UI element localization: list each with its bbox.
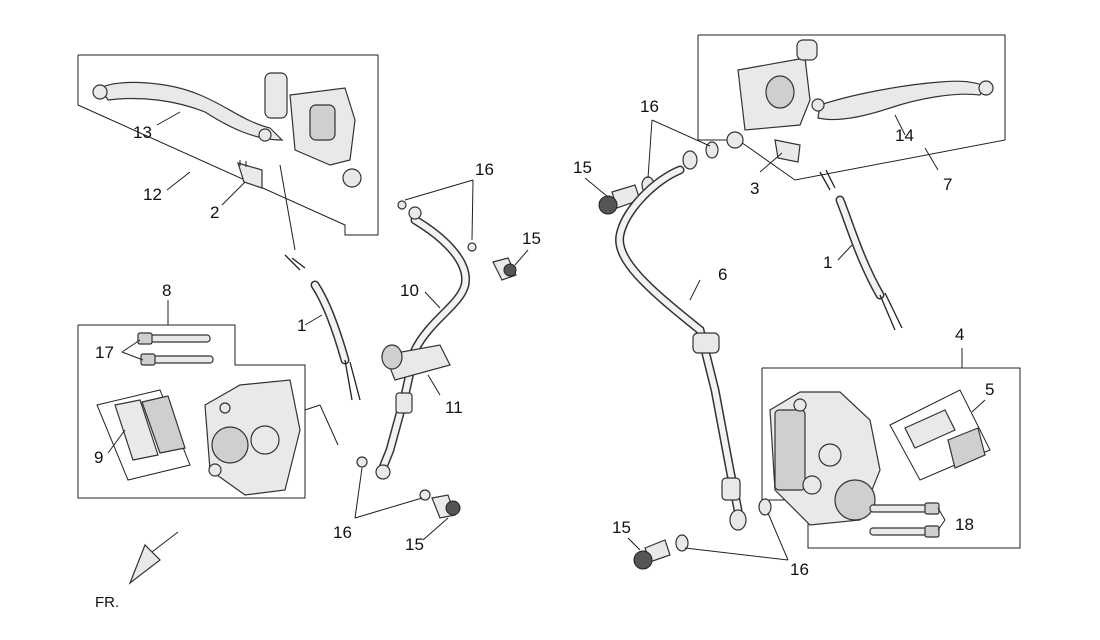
left-switch-wire: [279, 164, 361, 401]
right-caliper-body: [769, 391, 881, 526]
right-switch-wire: [819, 169, 903, 331]
right-lower-washers: [675, 498, 772, 552]
left-brake-switch: [237, 160, 263, 189]
right-master-cylinder-frame: [697, 34, 1006, 181]
left-brake-hose: [375, 206, 470, 480]
label-14: 14: [895, 126, 914, 145]
leader-lines: [107, 111, 986, 561]
label-11: 11: [445, 398, 463, 417]
right-caliper-pins: [869, 502, 940, 538]
label-2: 2: [210, 203, 219, 222]
label-3: 3: [750, 179, 759, 198]
label-17: 17: [95, 343, 114, 362]
left-brake-pads: [96, 389, 191, 481]
right-brake-pads: [889, 389, 991, 481]
label-16-right-upper: 16: [640, 97, 659, 116]
left-master-cylinder-frame: [77, 54, 379, 236]
left-brake-lever: [92, 81, 284, 141]
label-1-left: 1: [297, 316, 306, 335]
label-4: 4: [955, 325, 964, 344]
label-9: 9: [94, 448, 103, 467]
label-7: 7: [943, 175, 952, 194]
left-caliper-body: [204, 379, 301, 496]
label-8: 8: [162, 281, 171, 300]
label-16-left-lower: 16: [333, 523, 352, 542]
label-5: 5: [985, 380, 994, 399]
right-brake-hose: [615, 165, 747, 531]
right-master-cylinder: [726, 39, 825, 149]
label-15-right-upper: 15: [573, 158, 592, 177]
right-brake-switch: [774, 139, 801, 163]
label-13: 13: [133, 123, 152, 142]
left-lower-banjo-bolt: [431, 494, 461, 519]
left-caliper-frame: [77, 324, 306, 499]
label-18: 18: [955, 515, 974, 534]
part-labels: 13 12 2 8 17 9 1 10 11 16 15 16 15 16 15…: [94, 97, 994, 579]
left-hose-bracket: [381, 344, 451, 381]
left-lower-washers: [356, 456, 431, 501]
label-10: 10: [400, 281, 419, 300]
label-16-left-upper: 16: [475, 160, 494, 179]
label-6: 6: [718, 265, 727, 284]
front-direction-label: FR.: [95, 594, 119, 611]
label-15-left-upper: 15: [522, 229, 541, 248]
left-master-cylinder: [258, 72, 362, 188]
front-direction-arrow-icon: [128, 531, 179, 585]
label-15-left-lower: 15: [405, 535, 424, 554]
right-lower-banjo-bolt: [633, 539, 671, 570]
label-1-right: 1: [823, 253, 832, 272]
left-upper-banjo-bolt: [492, 257, 517, 281]
label-16-right-lower: 16: [790, 560, 809, 579]
label-12: 12: [143, 185, 162, 204]
label-15-right-lower: 15: [612, 518, 631, 537]
left-caliper-pins: [137, 332, 214, 366]
right-brake-lever: [817, 80, 994, 121]
left-upper-washers: [397, 200, 477, 252]
